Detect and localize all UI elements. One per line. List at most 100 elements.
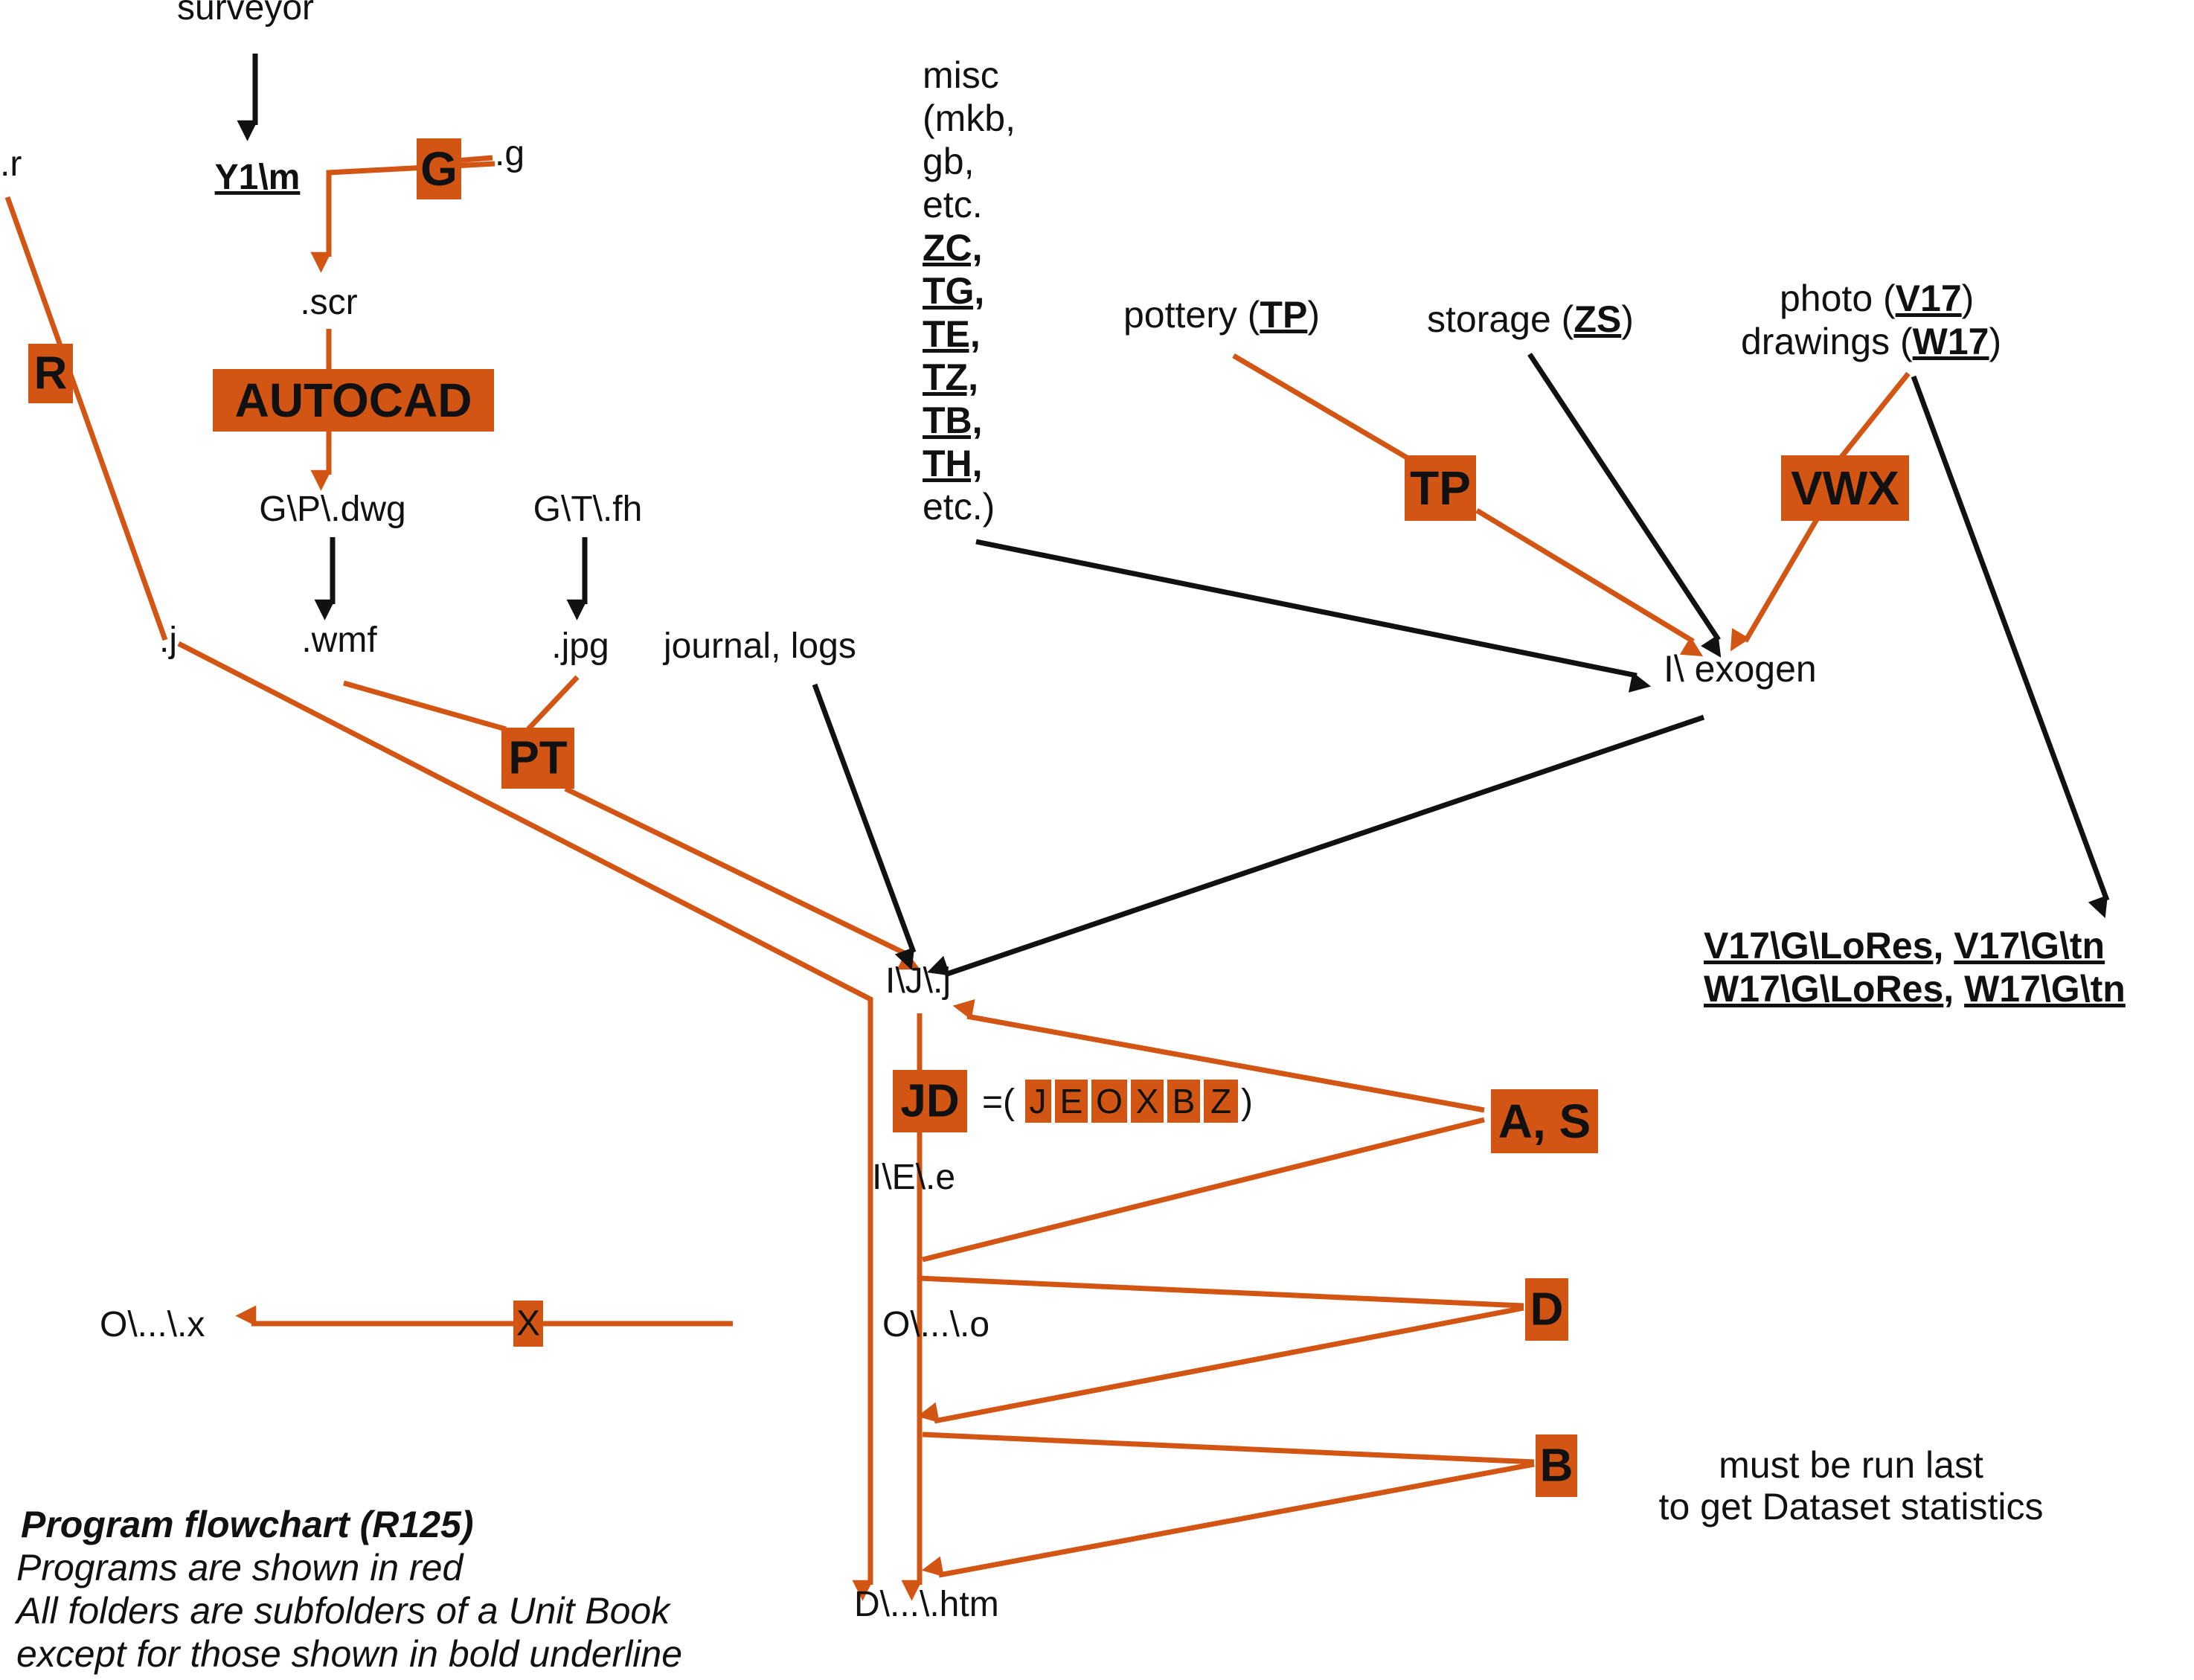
misc-line-3: gb, bbox=[923, 141, 975, 182]
jd-equals: =( bbox=[982, 1083, 1015, 1122]
svg-text:X: X bbox=[1136, 1082, 1159, 1120]
line-pottery-to-tp bbox=[1232, 353, 1430, 473]
line-g-to-scr bbox=[310, 161, 495, 273]
node-jpg: .jpg bbox=[551, 626, 609, 666]
line-j-to-htm bbox=[177, 641, 873, 1601]
svg-text:A, S: A, S bbox=[1498, 1094, 1591, 1148]
node-exogen: I\ exogen bbox=[1664, 648, 1817, 690]
caption-line-2: All folders are subfolders of a Unit Boo… bbox=[14, 1590, 672, 1632]
program-jd-j: J bbox=[1025, 1080, 1051, 1123]
node-ie: I\E\.e bbox=[872, 1158, 955, 1197]
node-pottery: pottery (TP) bbox=[1123, 294, 1320, 336]
caption-line-1: Programs are shown in red bbox=[16, 1547, 464, 1588]
arrow-drawings-to-lores bbox=[1911, 375, 2110, 918]
line-r-path bbox=[4, 196, 168, 641]
svg-text:AUTOCAD: AUTOCAD bbox=[235, 373, 472, 427]
misc-code-tb: TB, bbox=[923, 400, 983, 441]
svg-text:G: G bbox=[420, 142, 458, 196]
program-b: B bbox=[1536, 1434, 1577, 1497]
misc-line-4: etc. bbox=[923, 184, 983, 225]
program-pt: PT bbox=[501, 728, 574, 789]
svg-text:J: J bbox=[1030, 1082, 1047, 1120]
caption-line-3: except for those shown in bold underline bbox=[16, 1633, 682, 1675]
note-b-line-2: to get Dataset statistics bbox=[1659, 1486, 2044, 1527]
arrow-pt-to-ij bbox=[564, 786, 920, 970]
arrow-b-to-htm bbox=[921, 1461, 1535, 1578]
svg-text:O: O bbox=[1096, 1082, 1123, 1120]
program-x: X bbox=[513, 1301, 543, 1347]
program-tp: TP bbox=[1405, 455, 1476, 521]
program-vwx: VWX bbox=[1781, 455, 1909, 521]
svg-text:B: B bbox=[1173, 1082, 1196, 1120]
node-ij: I\J\.j bbox=[885, 961, 951, 1001]
jd-subprograms: J E O X B Z bbox=[1025, 1080, 1238, 1123]
arrow-as-to-ij bbox=[952, 999, 1485, 1113]
misc-code-th: TH, bbox=[923, 443, 983, 484]
arrow-storage-to-exogen bbox=[1527, 353, 1722, 658]
line-as-to-ie bbox=[922, 1117, 1485, 1263]
jd-close: ) bbox=[1241, 1083, 1253, 1122]
misc-line-end: etc.) bbox=[923, 486, 995, 528]
line-photo-to-vwx bbox=[1837, 371, 1911, 462]
caption-title: Program flowchart (R125) bbox=[21, 1504, 473, 1545]
node-r-ext: .r bbox=[0, 144, 22, 184]
node-scr: .scr bbox=[300, 283, 357, 322]
misc-code-tz: TZ, bbox=[923, 356, 978, 398]
node-fh: G\T\.fh bbox=[533, 490, 643, 529]
program-d: D bbox=[1525, 1278, 1568, 1341]
node-lores-line-1: V17\G\LoRes, V17\G\tn bbox=[1704, 925, 2105, 966]
arrow-vwx-to-exogen bbox=[1730, 518, 1820, 652]
caption: Program flowchart (R125) Programs are sh… bbox=[14, 1504, 682, 1675]
svg-text:TP: TP bbox=[1410, 461, 1471, 515]
node-htm: D\...\.htm bbox=[854, 1585, 999, 1624]
line-d-top bbox=[919, 1275, 1524, 1309]
svg-text:Z: Z bbox=[1210, 1082, 1231, 1120]
misc-line-2: (mkb, bbox=[923, 97, 1016, 139]
node-lores-line-2: W17\G\LoRes, W17\G\tn bbox=[1704, 968, 2126, 1010]
line-wmf-to-pt bbox=[343, 680, 507, 732]
node-drawings: drawings (W17) bbox=[1741, 321, 2001, 362]
program-jd-o: O bbox=[1091, 1080, 1127, 1123]
program-jd-x: X bbox=[1131, 1080, 1164, 1123]
node-j-ext: .j bbox=[159, 621, 177, 660]
node-surveyor: surveyor bbox=[177, 0, 314, 28]
program-r: R bbox=[28, 344, 73, 403]
line-jpg-to-pt bbox=[526, 675, 580, 731]
program-jd: JD bbox=[893, 1070, 967, 1132]
node-y1m: Y1\m bbox=[215, 158, 301, 197]
program-jd-e: E bbox=[1055, 1080, 1088, 1123]
arrow-d-to-main bbox=[917, 1305, 1524, 1424]
line-b-top bbox=[922, 1431, 1535, 1465]
arrow-tp-to-exogen bbox=[1475, 508, 1704, 657]
connectors bbox=[4, 54, 2110, 1601]
svg-text:PT: PT bbox=[508, 733, 567, 784]
svg-text:D: D bbox=[1530, 1284, 1564, 1336]
node-journal: journal, logs bbox=[662, 626, 856, 666]
node-storage: storage (ZS) bbox=[1427, 298, 1634, 340]
node-oo: O\...\.o bbox=[882, 1305, 989, 1344]
node-dwg: G\P\.dwg bbox=[259, 490, 405, 529]
node-photo: photo (V17) bbox=[1780, 278, 1974, 319]
program-boxes: G R AUTOCAD PT TP VWX JD J E O bbox=[28, 138, 1909, 1497]
program-autocad: AUTOCAD bbox=[213, 369, 494, 432]
program-g: G bbox=[417, 138, 461, 199]
node-ox: O\...\.x bbox=[100, 1305, 205, 1344]
arrow-exogen-to-ij bbox=[927, 714, 1705, 978]
program-jd-z: Z bbox=[1204, 1080, 1238, 1123]
node-g-ext: .g bbox=[495, 134, 525, 173]
node-misc: misc (mkb, gb, etc. ZC, TG, TE, TZ, TB, … bbox=[923, 54, 1016, 528]
node-labels: surveyor Y1\m .g .r .scr G\P\.dwg G\T\.f… bbox=[0, 0, 2126, 1624]
svg-text:E: E bbox=[1060, 1082, 1083, 1120]
arrow-journal-to-ij bbox=[812, 683, 917, 970]
program-as: A, S bbox=[1491, 1089, 1598, 1153]
svg-text:VWX: VWX bbox=[1791, 461, 1899, 515]
misc-code-zc: ZC, bbox=[923, 227, 983, 269]
svg-text:R: R bbox=[34, 348, 68, 400]
svg-text:JD: JD bbox=[900, 1076, 959, 1127]
arrow-misc-to-exogen bbox=[975, 539, 1652, 693]
svg-text:X: X bbox=[516, 1304, 540, 1344]
svg-text:B: B bbox=[1540, 1440, 1574, 1492]
note-b-line-1: must be run last bbox=[1719, 1444, 1983, 1486]
